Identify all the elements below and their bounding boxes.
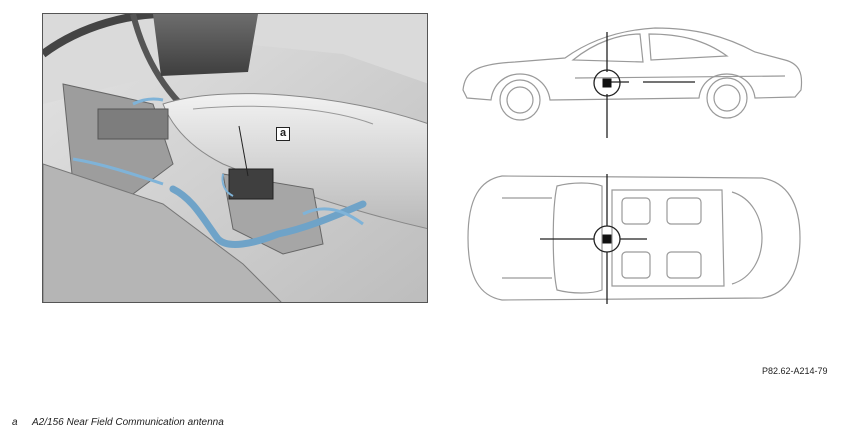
figure-reference-code: P82.62-A214-79 bbox=[762, 366, 828, 376]
nfc-antenna-module bbox=[228, 168, 274, 200]
legend-text: A2/156 Near Field Communication antenna bbox=[32, 417, 224, 428]
component-location-photo: a bbox=[42, 13, 428, 303]
dashboard-illustration bbox=[43, 14, 427, 302]
legend-item: a A2/156 Near Field Communication antenna bbox=[12, 417, 224, 428]
vehicle-side-view-diagram bbox=[462, 27, 803, 138]
legend-key: a bbox=[12, 417, 18, 428]
vehicle-top-view-diagram bbox=[467, 174, 801, 304]
callout-label-a: a bbox=[276, 127, 290, 141]
